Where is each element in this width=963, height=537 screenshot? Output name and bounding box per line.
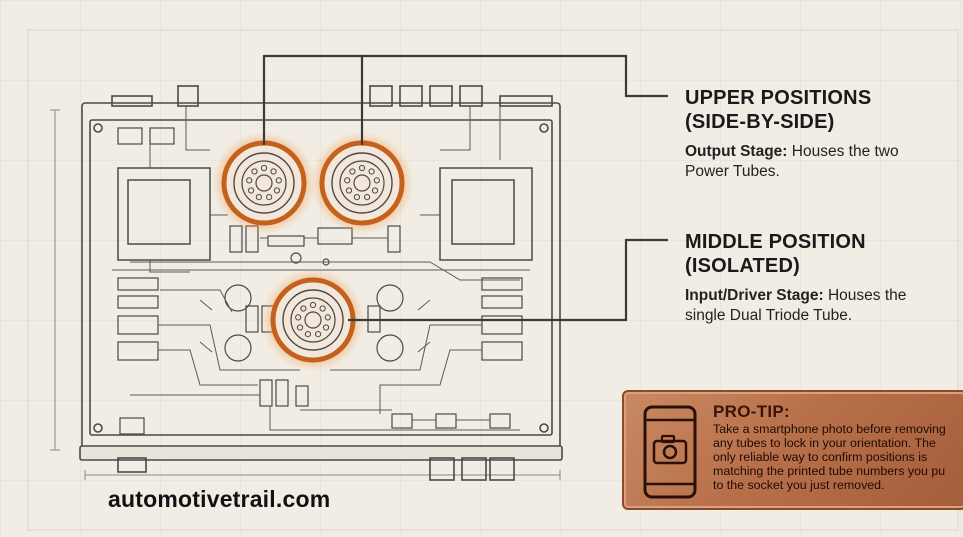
socket-pin xyxy=(368,168,375,175)
transformers xyxy=(117,167,533,261)
socket-pin xyxy=(345,187,353,194)
circuit-components xyxy=(117,127,523,435)
socket-pin xyxy=(304,331,311,338)
socket-pin xyxy=(309,301,317,309)
callout-upper-body-line2: Power Tubes. xyxy=(685,163,780,180)
socket-pin xyxy=(373,177,380,184)
socket-pin xyxy=(358,164,366,172)
socket-pin xyxy=(353,194,360,201)
callout-middle-heading-line2: (ISOLATED) xyxy=(685,255,800,277)
drawing-frame xyxy=(27,29,959,531)
socket-pin xyxy=(322,324,330,331)
callout-middle-body: Input/Driver Stage: Houses the single Du… xyxy=(685,286,955,326)
callout-upper-heading: UPPER POSITIONS (SIDE-BY-SIDE) xyxy=(685,86,955,134)
socket-pin xyxy=(296,324,304,331)
socket-pin xyxy=(273,187,281,194)
chassis-outline xyxy=(79,85,563,481)
socket-pin xyxy=(255,194,262,201)
socket-pin xyxy=(266,194,273,201)
callout-upper-body-rest: Houses the two xyxy=(787,143,899,160)
circuit-traces xyxy=(112,106,530,431)
socket-pin xyxy=(300,305,307,312)
callout-upper-heading-line1: UPPER POSITIONS xyxy=(685,87,872,109)
callout-middle-body-line2: single Dual Triode Tube. xyxy=(685,307,853,324)
callout-upper-positions: UPPER POSITIONS (SIDE-BY-SIDE) Output St… xyxy=(685,86,955,182)
socket-pin xyxy=(247,187,255,194)
socket-pin xyxy=(270,168,277,175)
callout-upper-body: Output Stage: Houses the two Power Tubes… xyxy=(685,142,955,182)
socket-pin xyxy=(246,177,253,184)
pro-tip-box: PRO-TIP: Take a smartphone photo before … xyxy=(622,390,963,510)
socket-pin xyxy=(315,331,322,338)
pro-tip-title: PRO-TIP: xyxy=(713,402,791,421)
dimension-lines xyxy=(50,109,561,480)
leader-lines xyxy=(262,54,668,322)
callout-middle-position: MIDDLE POSITION (ISOLATED) Input/Driver … xyxy=(685,230,955,326)
socket-pin xyxy=(295,314,302,321)
camera-phone-icon xyxy=(643,405,697,499)
callout-upper-body-bold: Output Stage: xyxy=(685,143,788,160)
socket-pin xyxy=(319,305,326,312)
site-watermark: automotivetrail.com xyxy=(108,486,331,512)
socket-pin xyxy=(260,164,268,172)
leader-upper xyxy=(362,54,668,98)
pro-tip-text: Take a smartphone photo before removing … xyxy=(713,422,946,492)
socket-pins xyxy=(246,164,380,338)
tube-socket-middle xyxy=(261,268,365,372)
callout-middle-body-bold: Input/Driver Stage: xyxy=(685,287,824,304)
tube-socket-upper-right xyxy=(310,131,414,235)
callout-middle-heading-line1: MIDDLE POSITION xyxy=(685,231,866,253)
tube-socket-upper-left xyxy=(212,131,316,235)
socket-pin xyxy=(371,187,379,194)
socket-pin xyxy=(324,314,331,321)
socket-pin xyxy=(349,168,356,175)
socket-pin xyxy=(275,177,282,184)
socket-pin xyxy=(251,168,258,175)
leader-middle xyxy=(348,238,668,322)
socket-pin xyxy=(344,177,351,184)
callout-upper-heading-line2: (SIDE-BY-SIDE) xyxy=(685,111,835,133)
socket-pin xyxy=(364,194,371,201)
callout-middle-body-rest: Houses the xyxy=(823,287,907,304)
leader-upper-bracket xyxy=(262,54,364,145)
callout-middle-heading: MIDDLE POSITION (ISOLATED) xyxy=(685,230,955,278)
